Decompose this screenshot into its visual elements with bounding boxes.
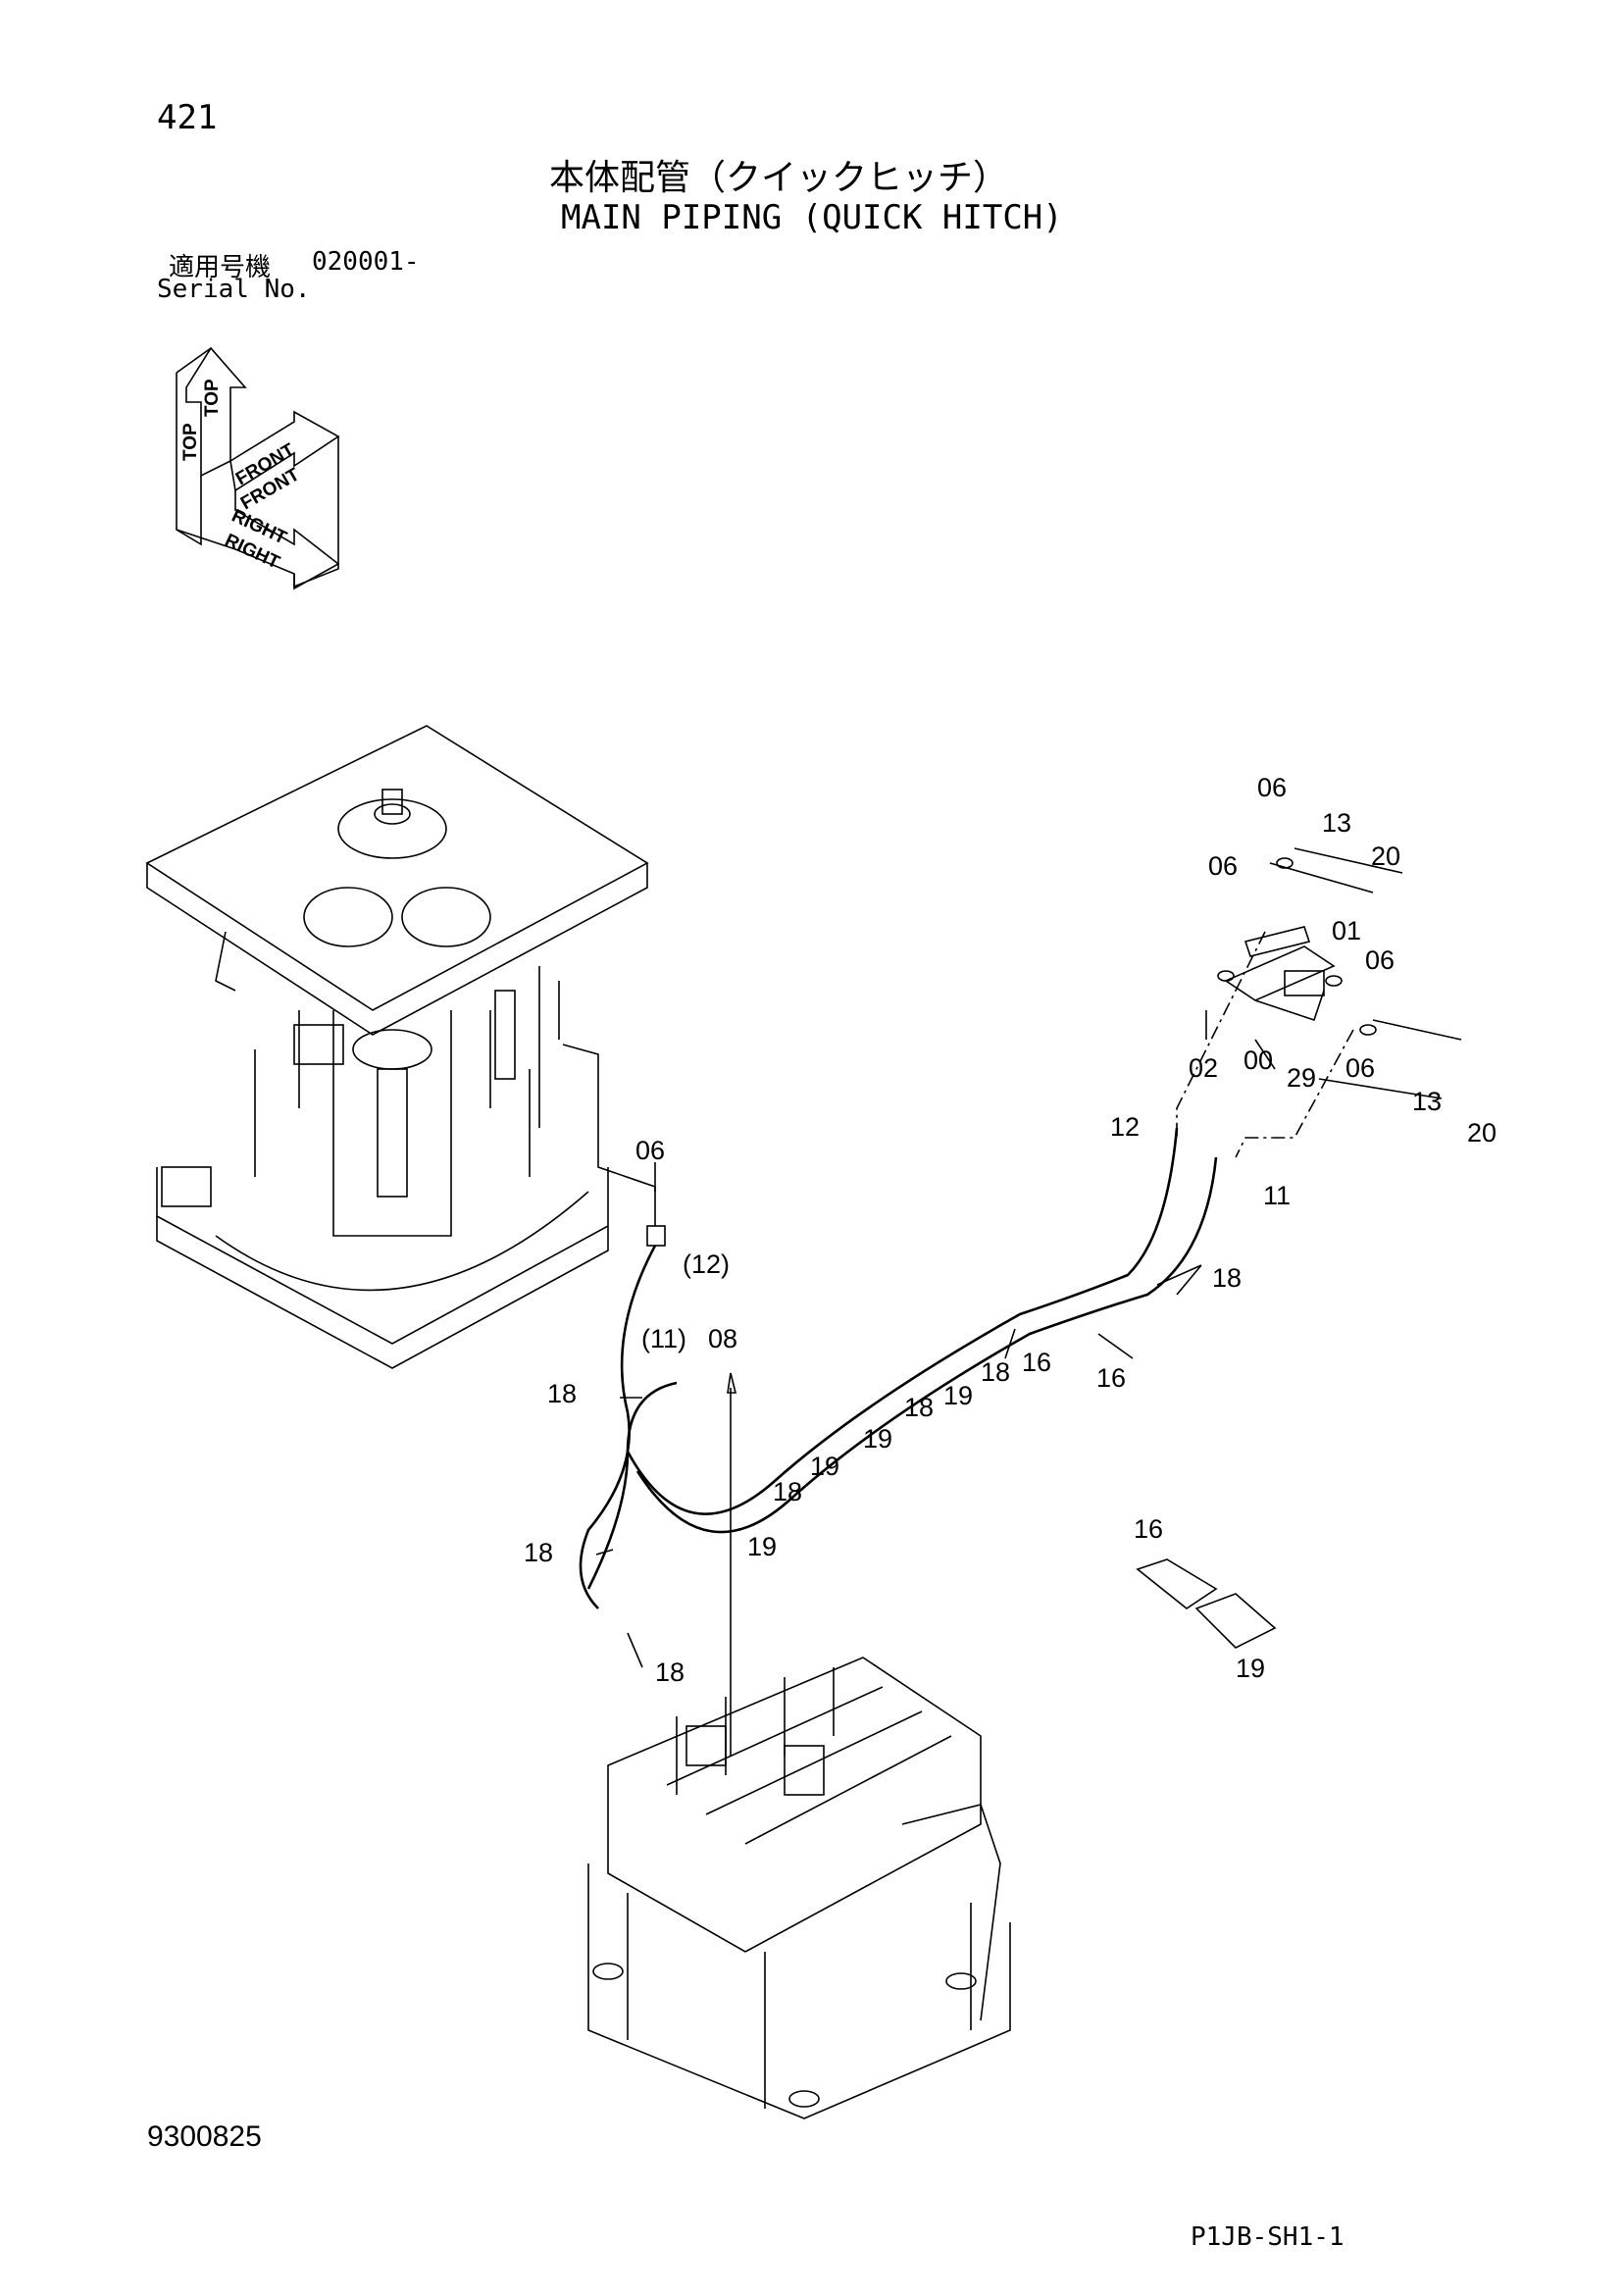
callout-01: 01 [1332, 916, 1361, 945]
callout-16-detail: 16 [1134, 1514, 1163, 1544]
callout-19-lower: 19 [810, 1452, 839, 1481]
orientation-label-top: TOP [180, 423, 201, 461]
callout-18-bottom: 18 [655, 1658, 685, 1687]
upper-frame-drawing [145, 725, 649, 1369]
page-number: 421 [157, 98, 218, 137]
callout-06-top: 06 [1257, 773, 1287, 802]
hose-routing-drawing [562, 1044, 1218, 1756]
solenoid-valve-drawing [1176, 847, 1462, 1158]
callout-08: 08 [708, 1324, 737, 1353]
callout-16-right: 16 [1096, 1363, 1126, 1393]
callout-13-top: 13 [1322, 808, 1351, 838]
callout-18-right: 18 [1212, 1263, 1242, 1293]
callout-19-bottom: 19 [747, 1532, 777, 1561]
callout-16-mid: 16 [1022, 1348, 1051, 1377]
serial-number-value: 020001- [312, 247, 420, 277]
leader-lines [595, 1162, 1202, 1668]
orientation-icon: TOP TOP FRONT FRONT RIGHT RIGHT [176, 346, 340, 590]
serial-label-japanese: 適用号機 [169, 253, 272, 282]
callout-11-ref: (11) [641, 1324, 686, 1353]
callout-06-left: 06 [1208, 851, 1238, 881]
page-title-english: MAIN PIPING (QUICK HITCH) [561, 198, 1063, 237]
callout-29: 29 [1287, 1063, 1316, 1093]
callout-12: 12 [1110, 1112, 1140, 1142]
callout-00: 00 [1243, 1046, 1273, 1075]
callout-18-mid: 18 [981, 1357, 1010, 1387]
callout-11: 11 [1263, 1181, 1291, 1210]
callout-13-lower: 13 [1412, 1087, 1442, 1116]
drawing-number: 9300825 [147, 2120, 262, 2153]
sheet-code: P1JB-SH1-1 [1191, 2222, 1345, 2252]
callout-06-lower: 06 [1345, 1053, 1375, 1083]
callout-19-center: 19 [863, 1424, 892, 1454]
clamp-detail-drawing [1136, 1558, 1277, 1649]
callout-18-left-lower: 18 [524, 1538, 553, 1567]
callout-06-left-fitting: 06 [635, 1136, 665, 1165]
callout-18-lower-mid: 18 [773, 1477, 802, 1506]
svg-text:TOP: TOP [202, 379, 223, 417]
callout-20-lower: 20 [1467, 1118, 1497, 1148]
control-valve-drawing [587, 1657, 1011, 2119]
serial-label-english: Serial No. [157, 275, 311, 304]
callout-02: 02 [1189, 1053, 1218, 1083]
callout-18-center: 18 [904, 1393, 934, 1422]
callout-19-upper: 19 [943, 1381, 973, 1410]
callout-18-left-upper: 18 [547, 1379, 577, 1408]
callout-20-top: 20 [1371, 842, 1400, 871]
callout-06-right: 06 [1365, 945, 1395, 975]
callout-12-ref: (12) [683, 1250, 730, 1279]
callout-19-detail: 19 [1236, 1654, 1265, 1683]
page-title-japanese: 本体配管（クイックヒッチ） [549, 158, 1009, 198]
